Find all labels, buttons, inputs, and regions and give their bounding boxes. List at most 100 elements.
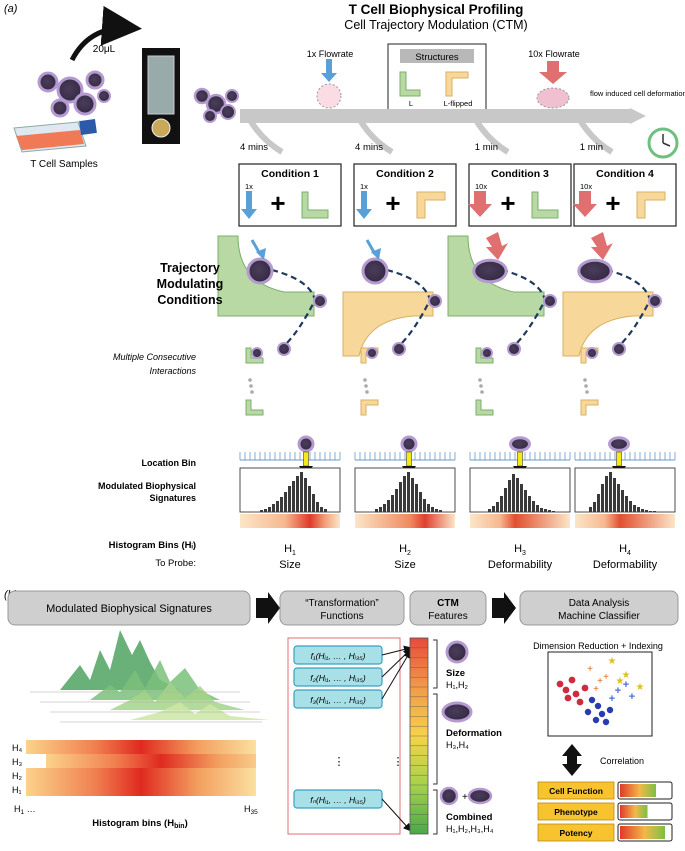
- panel-a-title: T Cell Biophysical Profiling: [349, 2, 524, 17]
- histogram-bar: [508, 480, 511, 512]
- header-transformation: [279, 590, 405, 626]
- histogram-bar: [419, 492, 422, 512]
- histogram-bar: [532, 501, 535, 512]
- histogram-bar: [288, 486, 291, 512]
- histogram-bar: [391, 495, 394, 512]
- correlation-arrow-icon: [562, 744, 582, 776]
- correlation-label: Correlation: [600, 756, 644, 766]
- histogram-bar: [411, 478, 414, 512]
- condition-title: Condition 4: [596, 168, 654, 180]
- histogram-bins-label: Histogram Bins (Hᵢ): [109, 540, 196, 551]
- condition-title: Condition 1: [261, 168, 319, 180]
- flow-arrow-icon: [474, 191, 486, 205]
- flow-arrow-icon: [579, 191, 591, 205]
- cell-icon: [509, 436, 531, 452]
- scatter-point: [576, 698, 584, 706]
- feature-braces: [433, 639, 438, 835]
- dot: [249, 384, 253, 388]
- heat-strip: [575, 514, 675, 528]
- deformation-note: flow induced cell deformation: [590, 89, 685, 98]
- histogram-bar: [589, 507, 592, 512]
- heat-strip: [355, 514, 455, 528]
- trajectory-label-3: Conditions: [157, 293, 222, 307]
- function-label: f₁(Hᵢ₁, … , Hᵢ₃₅): [311, 651, 366, 661]
- histogram-bar: [492, 506, 495, 512]
- mini-structure: [245, 347, 264, 364]
- header-ctm-text-2: Features: [428, 611, 467, 622]
- structure-l-icon: [531, 191, 559, 219]
- histogram-bar: [613, 478, 616, 512]
- histogram-bar: [395, 489, 398, 512]
- cell-icon: [648, 294, 662, 308]
- histogram-bar: [383, 504, 386, 512]
- probe-label: Deformability: [488, 559, 553, 571]
- feature-bins: H₁,H₂: [446, 680, 469, 690]
- panel-a-subtitle: Cell Trajectory Modulation (CTM): [344, 18, 527, 32]
- scatter-point: ★: [622, 670, 631, 681]
- histogram-bar: [500, 496, 503, 512]
- dot: [363, 378, 367, 382]
- functions-frame: [287, 637, 401, 835]
- histogram-bar: [540, 508, 543, 512]
- scatter-point: +: [603, 672, 609, 683]
- multiple-label-1: Multiple Consecutive: [113, 352, 196, 362]
- signatures-label-2: Signatures: [149, 493, 196, 503]
- plus-icon: +: [462, 792, 468, 803]
- large-structure: [562, 291, 654, 357]
- bin-label: H3: [514, 543, 526, 557]
- structure-lflipped-icon: [416, 191, 446, 219]
- arrow-b1-icon: [256, 592, 280, 624]
- scatter-points: ++++++++★★★★: [556, 656, 645, 726]
- histogram-bar: [308, 486, 311, 512]
- histogram-bar: [629, 501, 632, 512]
- function-label: f₂(Hᵢ₁, … , Hᵢ₃₅): [310, 673, 366, 683]
- histogram-bar: [435, 509, 438, 512]
- x-axis-label: Histogram bins (Hbin): [92, 818, 187, 830]
- cell-icon: [586, 347, 598, 359]
- heatmap-row-label: H₃: [12, 757, 22, 767]
- cell-icon: [507, 342, 521, 356]
- features-group: SizeH₁,H₂DeformationH₃,H₄+CombinedH₁,H₂,…: [439, 640, 502, 834]
- dot: [584, 384, 588, 388]
- header-analysis-text-2: Machine Classifier: [558, 611, 640, 622]
- scatter-point: [564, 694, 572, 702]
- histogram-bar: [593, 502, 596, 512]
- scatter-point: [572, 690, 580, 698]
- feature-cell-icon: [467, 787, 493, 805]
- histogram-bar: [296, 476, 299, 512]
- trajectory-label-2: Modulating: [157, 277, 224, 291]
- histogram-bar: [621, 490, 624, 512]
- distribution-branches: [247, 118, 614, 155]
- cell-icon: [612, 342, 626, 356]
- output-gauge-fill: [620, 826, 665, 839]
- cell-icon: [472, 258, 508, 284]
- input-arrow-icon: [486, 232, 508, 260]
- header-ctm: [409, 590, 487, 626]
- cell-icon: [366, 347, 378, 359]
- histogram-bar: [399, 482, 402, 512]
- chip-device-image: [142, 48, 180, 144]
- scatter-point: [581, 684, 589, 692]
- histogram-bar: [284, 492, 287, 512]
- output-label-box: [537, 823, 615, 842]
- header-transformation-text-1: “Transformation”: [305, 598, 379, 609]
- sample-volume: 20μL: [93, 44, 116, 55]
- sample-label: T Cell Samples: [30, 159, 98, 170]
- scatter-point: [592, 716, 600, 724]
- flow-1x-label: 1x Flowrate: [307, 49, 354, 59]
- condition-title: Condition 3: [491, 168, 549, 180]
- dot: [250, 390, 254, 394]
- chip-cells-icon: [193, 87, 239, 123]
- dot: [248, 378, 252, 382]
- structure-lflipped-icon: [636, 191, 666, 219]
- histogram-bar: [653, 511, 656, 512]
- flow-1x-icon: [316, 59, 342, 109]
- histogram-bar: [260, 510, 263, 512]
- feature-cell-icon: [441, 701, 473, 723]
- plus-icon: +: [385, 188, 400, 218]
- header-signatures: [7, 590, 251, 626]
- bin-arrow-icon: [303, 451, 309, 467]
- output-label-box: [537, 802, 615, 821]
- histogram-bar: [276, 501, 279, 512]
